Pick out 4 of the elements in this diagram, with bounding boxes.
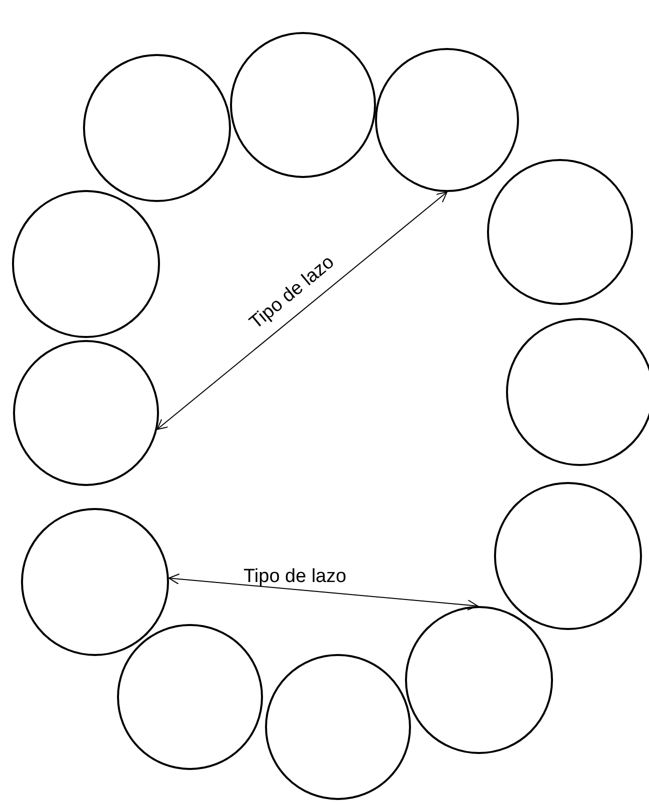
double-arrow (168, 574, 478, 611)
edge-label: Tipo de lazo (245, 252, 338, 334)
double-arrow (156, 192, 448, 430)
edge-label: Tipo de lazo (244, 566, 346, 588)
